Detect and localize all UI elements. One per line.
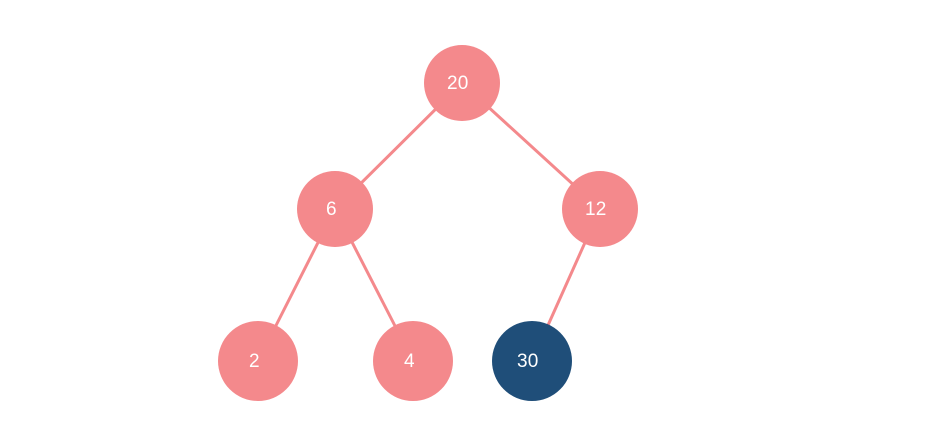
tree-node-12[interactable]	[562, 171, 638, 247]
tree-node-label-4: 4	[404, 351, 415, 372]
tree-node-label-30: 30	[517, 351, 539, 372]
tree-node-label-12: 12	[585, 199, 607, 220]
tree-node-label-20: 20	[447, 73, 469, 94]
tree-node-20[interactable]	[424, 45, 500, 121]
tree-node-2[interactable]	[218, 321, 298, 401]
tree-node-label-2: 2	[249, 351, 260, 372]
tree-node-30[interactable]	[492, 321, 572, 401]
tree-node-4[interactable]	[373, 321, 453, 401]
tree-node-6[interactable]	[297, 171, 373, 247]
tree-node-label-6: 6	[326, 199, 337, 220]
